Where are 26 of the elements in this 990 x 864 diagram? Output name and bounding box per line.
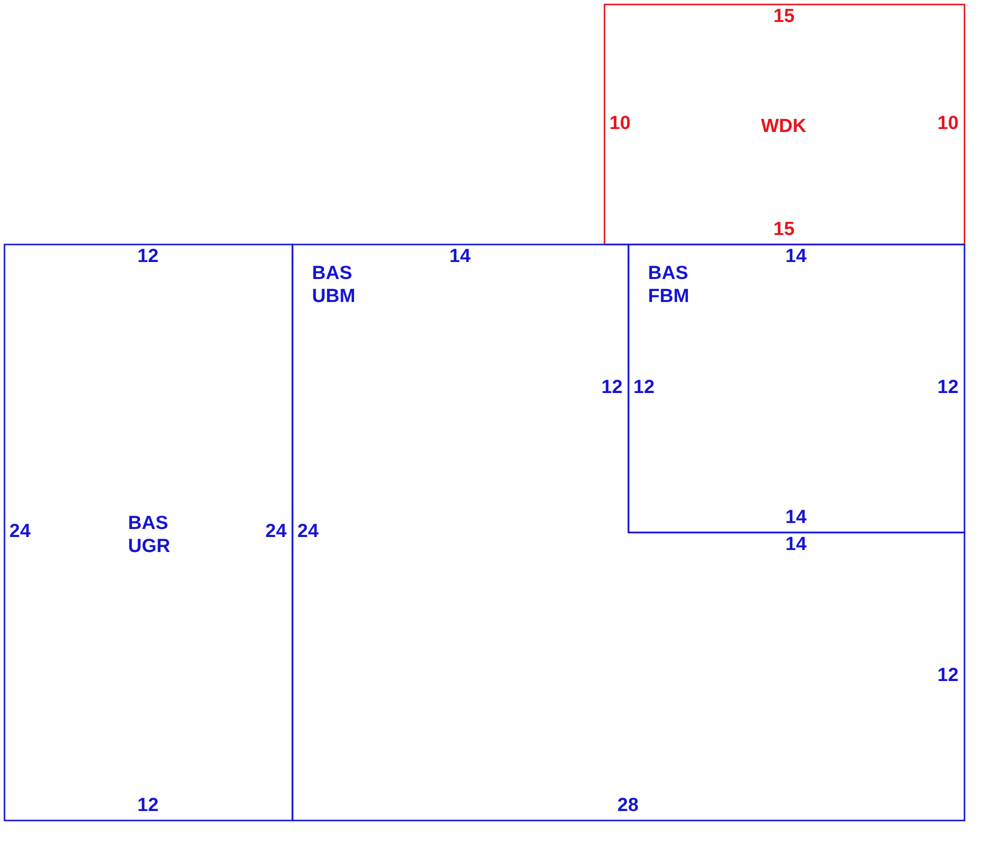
dimension-label: 12	[937, 665, 959, 687]
room-outline	[604, 4, 965, 245]
dimension-label: 28	[617, 795, 639, 817]
dimension-label: 12	[137, 795, 159, 817]
dimension-label: 15	[773, 219, 795, 241]
dimension-label: 14	[785, 507, 807, 529]
dimension-label: 12	[633, 377, 655, 399]
dimension-label: 10	[609, 113, 631, 135]
dimension-label: 24	[9, 521, 31, 543]
room-label: BAS UBM	[312, 262, 356, 308]
dimension-label: 10	[937, 113, 959, 135]
room-label: BAS UGR	[128, 512, 172, 558]
dimension-label: 24	[297, 521, 319, 543]
dimension-label: 14	[785, 246, 807, 268]
room-outline	[4, 244, 293, 821]
dimension-label: 14	[449, 246, 471, 268]
dimension-label: 12	[137, 246, 159, 268]
dimension-label: 12	[937, 377, 959, 399]
dimension-label: 12	[601, 377, 623, 399]
room-label: BAS FBM	[648, 262, 690, 308]
room-outline	[292, 244, 965, 821]
dimension-label: 15	[773, 6, 795, 28]
room-outline	[628, 244, 965, 533]
dimension-label: 24	[265, 521, 287, 543]
room-label: WDK	[761, 115, 808, 138]
dimension-label: 14	[785, 534, 807, 556]
